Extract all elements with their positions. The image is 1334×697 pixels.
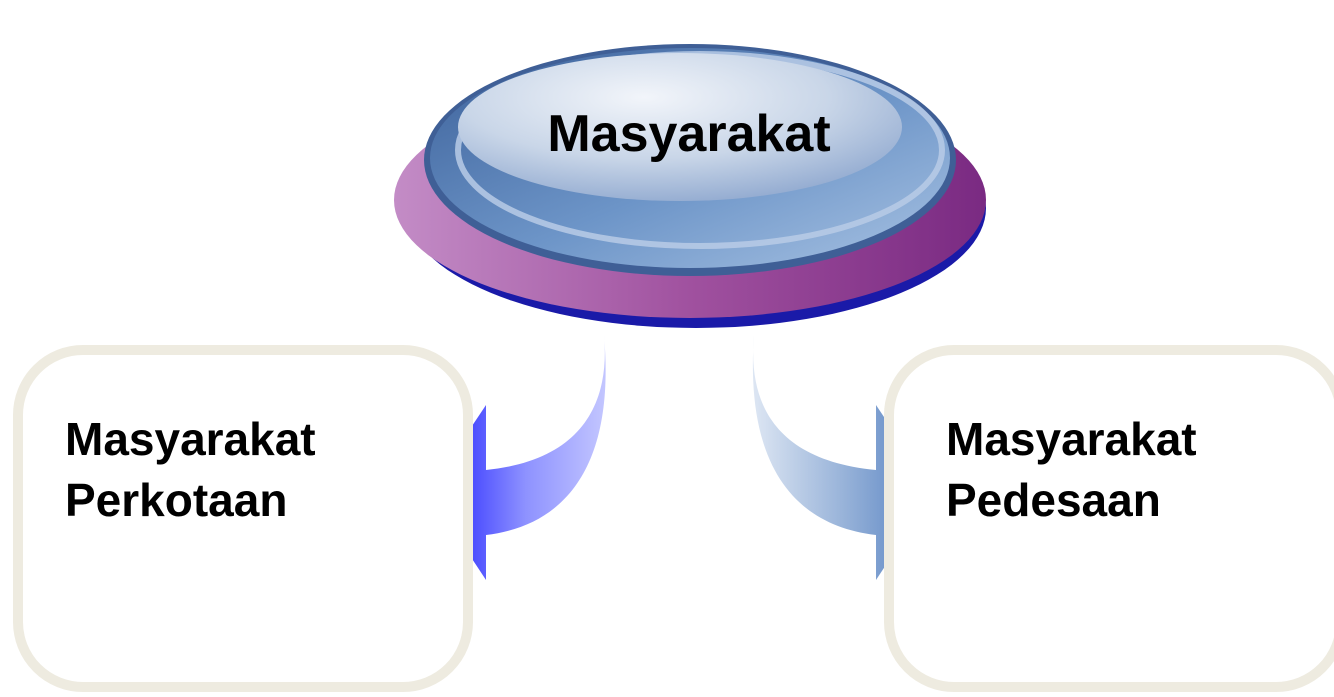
central-oval-highlight <box>458 53 902 201</box>
box-label-left-line1: Masyarakat <box>65 413 316 465</box>
box-label-left: Masyarakat Perkotaan <box>65 409 316 531</box>
central-node <box>394 44 986 328</box>
box-label-right-line1: Masyarakat <box>946 413 1197 465</box>
box-masyarakat-pedesaan: Masyarakat Pedesaan <box>884 345 1334 692</box>
box-label-right: Masyarakat Pedesaan <box>946 409 1197 531</box>
box-masyarakat-perkotaan: Masyarakat Perkotaan <box>13 345 473 692</box>
box-label-right-line2: Pedesaan <box>946 474 1161 526</box>
central-node-label: Masyarakat <box>547 105 831 163</box>
box-label-left-line2: Perkotaan <box>65 474 288 526</box>
